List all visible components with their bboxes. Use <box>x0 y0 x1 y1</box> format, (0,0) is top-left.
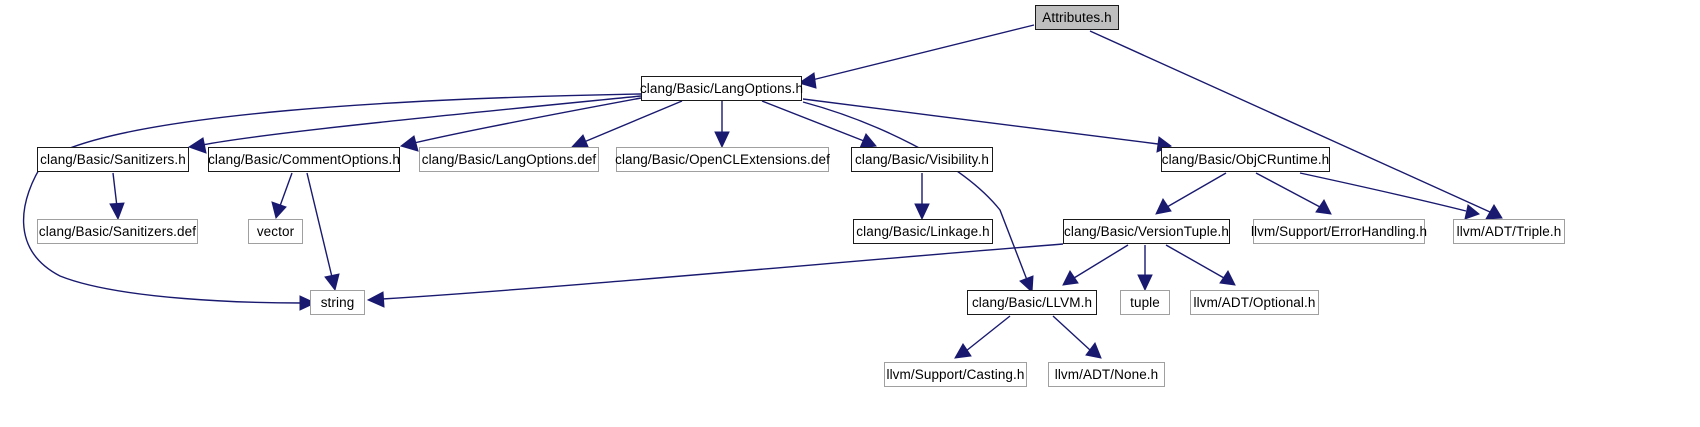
node-none-h[interactable]: llvm/ADT/None.h <box>1048 362 1165 387</box>
node-opencl-extensions-def[interactable]: clang/Basic/OpenCLExtensions.def <box>615 147 830 172</box>
node-triple-h[interactable]: llvm/ADT/Triple.h <box>1453 219 1565 244</box>
node-comment-options-h[interactable]: clang/Basic/CommentOptions.h <box>208 147 400 172</box>
edge-attributes-to-triple <box>1089 30 1503 220</box>
node-sanitizers-h[interactable]: clang/Basic/Sanitizers.h <box>37 147 189 172</box>
node-version-tuple-h[interactable]: clang/Basic/VersionTuple.h <box>1063 219 1230 244</box>
edge-attributes-to-langoptions <box>797 24 1035 89</box>
edge-objcruntime-to-versiontuple <box>1155 172 1227 215</box>
edge-versiontuple-to-llvm <box>1062 244 1129 286</box>
node-vector[interactable]: vector <box>248 219 303 244</box>
edge-sanitizers-to-sanitizers-def <box>109 172 125 221</box>
node-attributes-h[interactable]: Attributes.h <box>1035 5 1119 30</box>
edge-commentoptions-to-vector <box>271 172 293 220</box>
edge-visibility-to-linkage <box>914 173 930 221</box>
edge-versiontuple-to-optional <box>1165 244 1236 286</box>
edge-langoptions-to-objcruntime <box>802 98 1172 153</box>
edge-langoptions-to-openclextensions-def <box>714 101 730 149</box>
node-string[interactable]: string <box>310 290 365 315</box>
edge-versiontuple-to-string <box>366 243 1064 308</box>
edge-langoptions-to-commentoptions <box>399 97 642 152</box>
node-linkage-h[interactable]: clang/Basic/Linkage.h <box>853 219 993 244</box>
edge-langoptions-to-sanitizers <box>187 95 642 154</box>
edge-langoptions-to-string <box>22 93 642 311</box>
edge-versiontuple-to-tuple <box>1137 245 1153 292</box>
node-visibility-h[interactable]: clang/Basic/Visibility.h <box>851 147 993 172</box>
edge-llvm-to-none <box>1052 315 1102 359</box>
edge-commentoptions-to-string <box>306 172 340 292</box>
edge-objcruntime-to-errorhandling <box>1255 172 1332 215</box>
node-tuple[interactable]: tuple <box>1120 290 1170 315</box>
node-optional-h[interactable]: llvm/ADT/Optional.h <box>1190 290 1319 315</box>
edge-objcruntime-to-triple <box>1299 172 1481 220</box>
edge-llvm-to-casting <box>954 315 1011 359</box>
edge-langoptions-to-visibility <box>761 100 877 149</box>
node-objc-runtime-h[interactable]: clang/Basic/ObjCRuntime.h <box>1161 147 1330 172</box>
node-casting-h[interactable]: llvm/Support/Casting.h <box>884 362 1027 387</box>
node-llvm-h[interactable]: clang/Basic/LLVM.h <box>967 290 1097 315</box>
node-sanitizers-def[interactable]: clang/Basic/Sanitizers.def <box>37 219 198 244</box>
node-lang-options-def[interactable]: clang/Basic/LangOptions.def <box>419 147 599 172</box>
node-lang-options-h[interactable]: clang/Basic/LangOptions.h <box>640 76 803 101</box>
node-error-handling-h[interactable]: llvm/Support/ErrorHandling.h <box>1251 219 1427 244</box>
